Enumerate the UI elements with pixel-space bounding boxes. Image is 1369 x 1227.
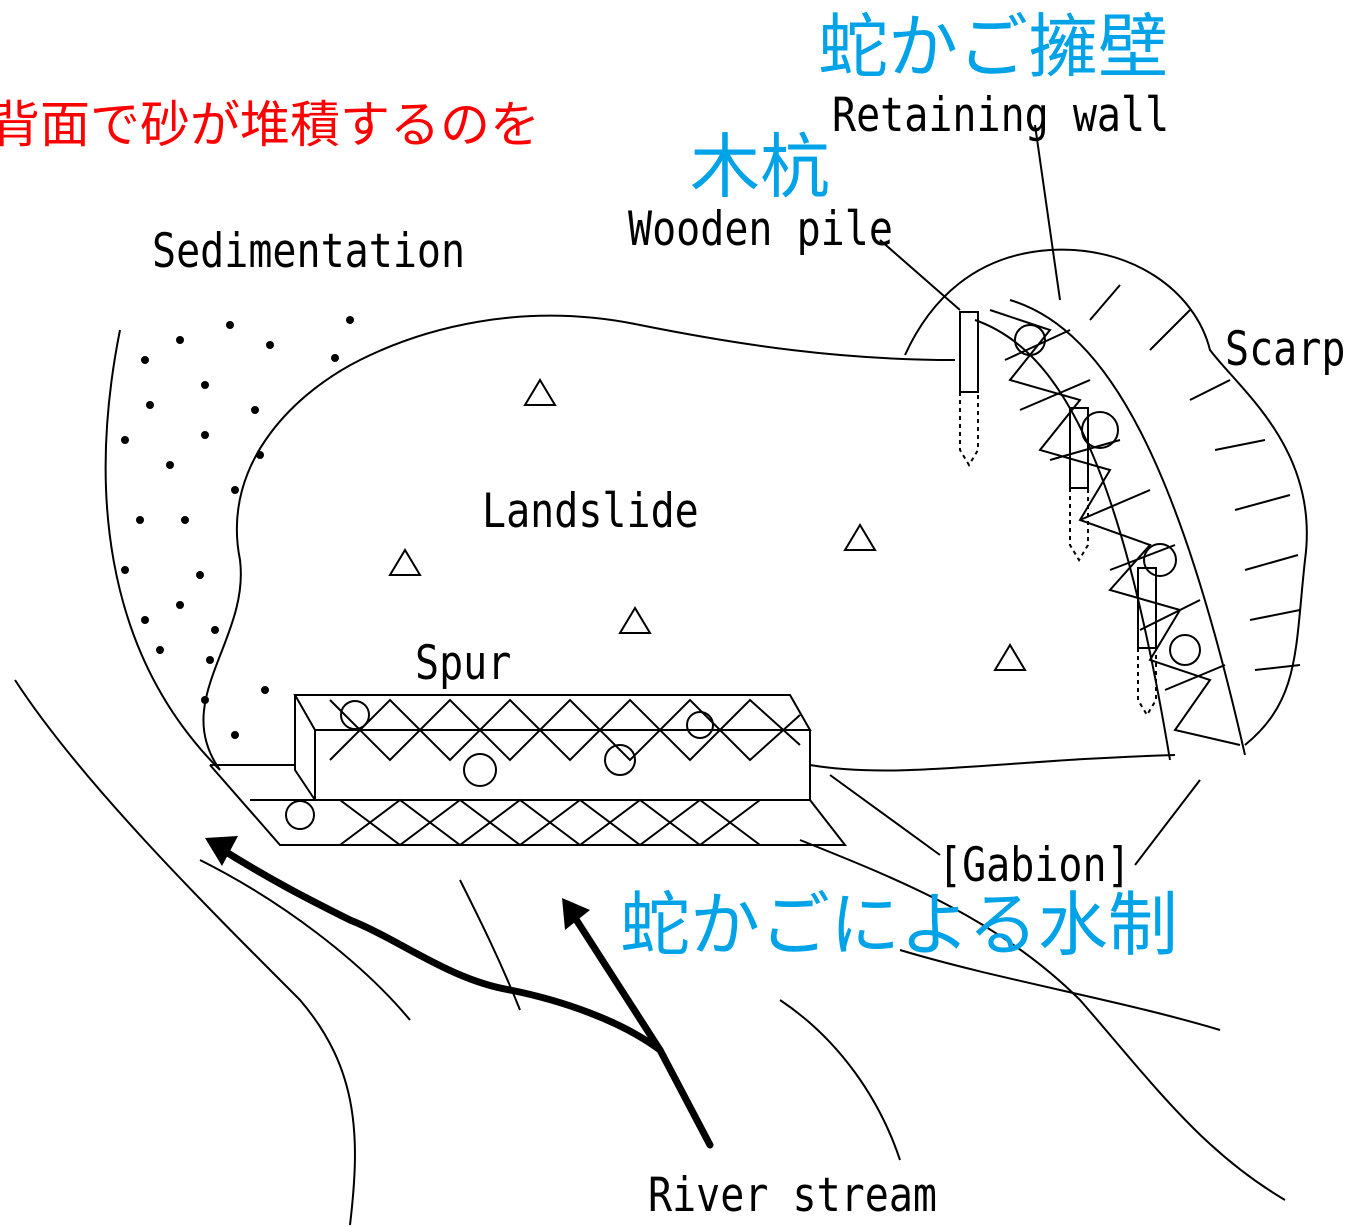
river-flow-line (779, 999, 901, 1161)
spur-base-mattress (209, 764, 848, 846)
retaining-wall-mesh (989, 309, 1241, 746)
triangle-marker-icon (523, 378, 557, 406)
gabion-leader-wall (1134, 779, 1201, 866)
spur-top-face (293, 694, 812, 731)
scarp-outline (904, 248, 1308, 746)
wooden-pile-3 (1137, 567, 1157, 649)
scarp-label: Scarp (1225, 322, 1346, 377)
triangle-marker-group (388, 378, 1027, 671)
wooden-pile-1-buried (959, 392, 979, 467)
spur-mesh (329, 698, 801, 847)
river-flow-line (199, 859, 411, 1021)
arrow-up-left-icon (562, 898, 590, 930)
triangle-marker-icon (843, 523, 877, 551)
spur-side-face (294, 695, 316, 801)
river-arrow-branch (566, 906, 664, 1054)
triangle-marker-icon (618, 606, 652, 634)
triangle-marker-icon (993, 643, 1027, 671)
gabion-label: [Gabion] (938, 838, 1131, 893)
triangle-marker-icon (388, 548, 422, 576)
retaining-wall-stone (1143, 543, 1177, 577)
wooden-pile-2 (1069, 407, 1089, 489)
sediment-dots (121, 316, 354, 739)
landslide-label: Landslide (482, 484, 699, 539)
spur-jp-label: 蛇かごによる水制 (620, 884, 1178, 966)
gabion-wall-jp-label: 蛇かご擁壁 (818, 6, 1168, 88)
wooden-pile-2-buried (1069, 488, 1089, 562)
red-annotation-note: 背面で砂が堆積するのを (0, 96, 540, 154)
river-flow-line (799, 839, 1286, 1201)
landslide-base-line (809, 754, 1176, 772)
river-flow-line (14, 679, 356, 1226)
arrow-heads (205, 836, 590, 930)
spur-front-face (314, 730, 811, 801)
arrow-up-left-icon (205, 836, 238, 866)
spur-stone (340, 700, 370, 730)
wooden-pile-jp-label: 木杭 (690, 126, 830, 208)
river-arrows (211, 841, 714, 1149)
landslide-outline (202, 314, 956, 771)
spur-stone (285, 800, 315, 830)
river-flow-line (899, 949, 1221, 1031)
wooden-pile-label: Wooden pile (628, 202, 893, 257)
spur-stone (463, 753, 497, 787)
retaining-wall-stone (1169, 634, 1201, 666)
wooden-pile-1 (959, 311, 979, 393)
retaining-wall-outer-edge (1009, 299, 1246, 756)
spur-label: Spur (415, 636, 512, 691)
spur-stone (686, 711, 714, 739)
river-arrow-main (211, 841, 714, 1149)
gabion-leader-spur (829, 774, 941, 856)
retaining-wall-stone (1014, 324, 1046, 356)
spur-stone (604, 744, 636, 776)
retaining-wall-leader (1034, 124, 1061, 301)
retaining-wall-stone (1081, 411, 1119, 449)
retaining-wall-inner-edge (974, 319, 1171, 761)
retaining-wall-label: Retaining wall (832, 88, 1170, 143)
river-stream-label: River stream (648, 1168, 937, 1223)
riverbank-left-line (104, 329, 221, 771)
wooden-pile-leader (879, 239, 961, 311)
sedimentation-label: Sedimentation (152, 224, 466, 279)
wooden-pile-3-buried (1137, 648, 1157, 717)
scarp-hatching (1089, 284, 1301, 671)
